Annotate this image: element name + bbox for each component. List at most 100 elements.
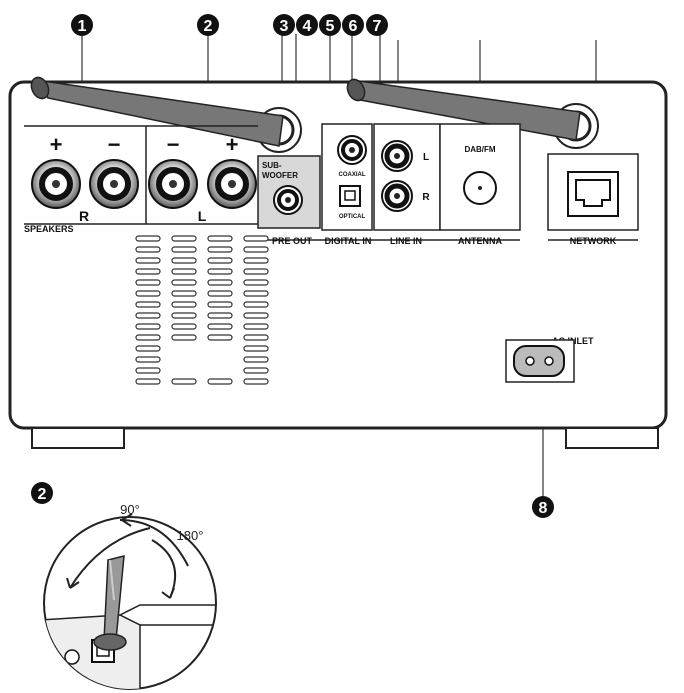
vent-slot (243, 246, 269, 253)
vent-slot (243, 290, 269, 297)
vent-slot (243, 257, 269, 264)
callout-3: 3 (273, 14, 295, 36)
line-in-l-label: L (423, 152, 429, 163)
callout-6: 6 (342, 14, 364, 36)
optical-port (339, 185, 361, 207)
vent-slot (243, 268, 269, 275)
vent-slot (207, 334, 233, 341)
vent-slot (135, 323, 161, 330)
digital-in: COAXIAL OPTICAL DIGITAL IN (321, 123, 374, 246)
vent-slot (207, 378, 233, 385)
vent-slot (171, 312, 197, 319)
vent-slot (207, 246, 233, 253)
line-in-r-label: R (422, 192, 430, 203)
callout-5: 5 (319, 14, 341, 36)
speaker-l-plus-label: + (226, 132, 239, 157)
vent-slot (243, 367, 269, 374)
speaker-terminals: + − − + R L SPEAKERS (24, 125, 258, 234)
vent-slot (243, 301, 269, 308)
callout-5-number: 5 (326, 18, 335, 35)
speaker-terminal-r-plus (31, 159, 81, 209)
vent-slot (171, 257, 197, 264)
vent-slot (171, 378, 197, 385)
vent-slot (171, 279, 197, 286)
speaker-l-minus-label: − (167, 132, 180, 157)
vent-slot (243, 279, 269, 286)
antenna-dab-fm: DAB/FM ANTENNA (439, 123, 521, 246)
vent-slot (207, 323, 233, 330)
right-foot (565, 427, 659, 449)
vent-slot (243, 334, 269, 341)
vent-slot (243, 378, 269, 385)
vent-slot (207, 268, 233, 275)
vent-slot (171, 323, 197, 330)
speaker-r-minus-label: − (108, 132, 121, 157)
vent-slot (207, 235, 233, 242)
speaker-r-plus-label: + (50, 132, 63, 157)
vent-slot (171, 334, 197, 341)
subwoofer-jack (273, 185, 303, 215)
network-label: NETWORK (570, 236, 617, 246)
callout-6-number: 6 (349, 18, 358, 35)
vent-slot (207, 290, 233, 297)
left-foot (31, 427, 125, 449)
vent-slot (135, 290, 161, 297)
ethernet-port (567, 171, 619, 217)
wifi-antenna-right (346, 78, 599, 149)
antenna-rotation-detail: 90° 180° (43, 502, 217, 690)
speaker-terminal-l-plus (207, 159, 257, 209)
speaker-r-label: R (79, 208, 89, 224)
vent-slot (207, 312, 233, 319)
rotation-90-label: 90° (120, 502, 140, 517)
callout-2: 2 (197, 14, 219, 36)
speaker-l-label: L (198, 208, 207, 224)
vent-slot (171, 301, 197, 308)
subwoofer-label-line1: SUB- (262, 161, 282, 170)
callout-8: 8 (532, 496, 554, 518)
callout-7-number: 7 (373, 18, 382, 35)
line-in-l-jack (381, 140, 413, 172)
vent-slot (135, 268, 161, 275)
vent-slot (135, 301, 161, 308)
vent-slot (243, 345, 269, 352)
vent-slot (135, 257, 161, 264)
optical-label: OPTICAL (339, 214, 366, 220)
callout-1-number: 1 (78, 18, 87, 35)
coaxial-label: COAXIAL (339, 172, 366, 178)
callout-1: 1 (71, 14, 93, 36)
vent-slot (207, 301, 233, 308)
vent-slot (135, 246, 161, 253)
network-port-area: NETWORK (547, 153, 639, 246)
vent-slot (135, 378, 161, 385)
rotation-180-label: 180° (177, 528, 204, 543)
vent-slot (207, 257, 233, 264)
pre-out-label: PRE OUT (272, 236, 313, 246)
vent-slot (243, 323, 269, 330)
vent-slot (135, 279, 161, 286)
line-in-label: LINE IN (390, 236, 422, 246)
detail-callout-number: 2 (38, 486, 47, 503)
subwoofer-label-line2: WOOFER (262, 171, 298, 180)
vent-slot (243, 312, 269, 319)
wifi-antenna-left (30, 76, 302, 153)
vent-slot (135, 235, 161, 242)
vent-slot (171, 268, 197, 275)
vent-slot (243, 235, 269, 242)
dab-fm-label: DAB/FM (464, 145, 495, 154)
subwoofer-pre-out: SUB- WOOFER PRE OUT (257, 155, 322, 246)
digital-in-label: DIGITAL IN (325, 236, 372, 246)
vent-slot (243, 356, 269, 363)
vent-slot (135, 312, 161, 319)
antenna-label: ANTENNA (458, 236, 502, 246)
speaker-terminal-l-minus (148, 159, 198, 209)
callout-2-number: 2 (204, 18, 213, 35)
dab-fm-connector (463, 171, 497, 205)
ac-inlet: AC INLET (505, 336, 594, 383)
vent-slot (171, 290, 197, 297)
vent-slot (135, 367, 161, 374)
vent-slot (171, 246, 197, 253)
antenna-detail-callout: 2 (31, 482, 53, 504)
vent-slot (207, 279, 233, 286)
callout-4-number: 4 (303, 18, 312, 35)
